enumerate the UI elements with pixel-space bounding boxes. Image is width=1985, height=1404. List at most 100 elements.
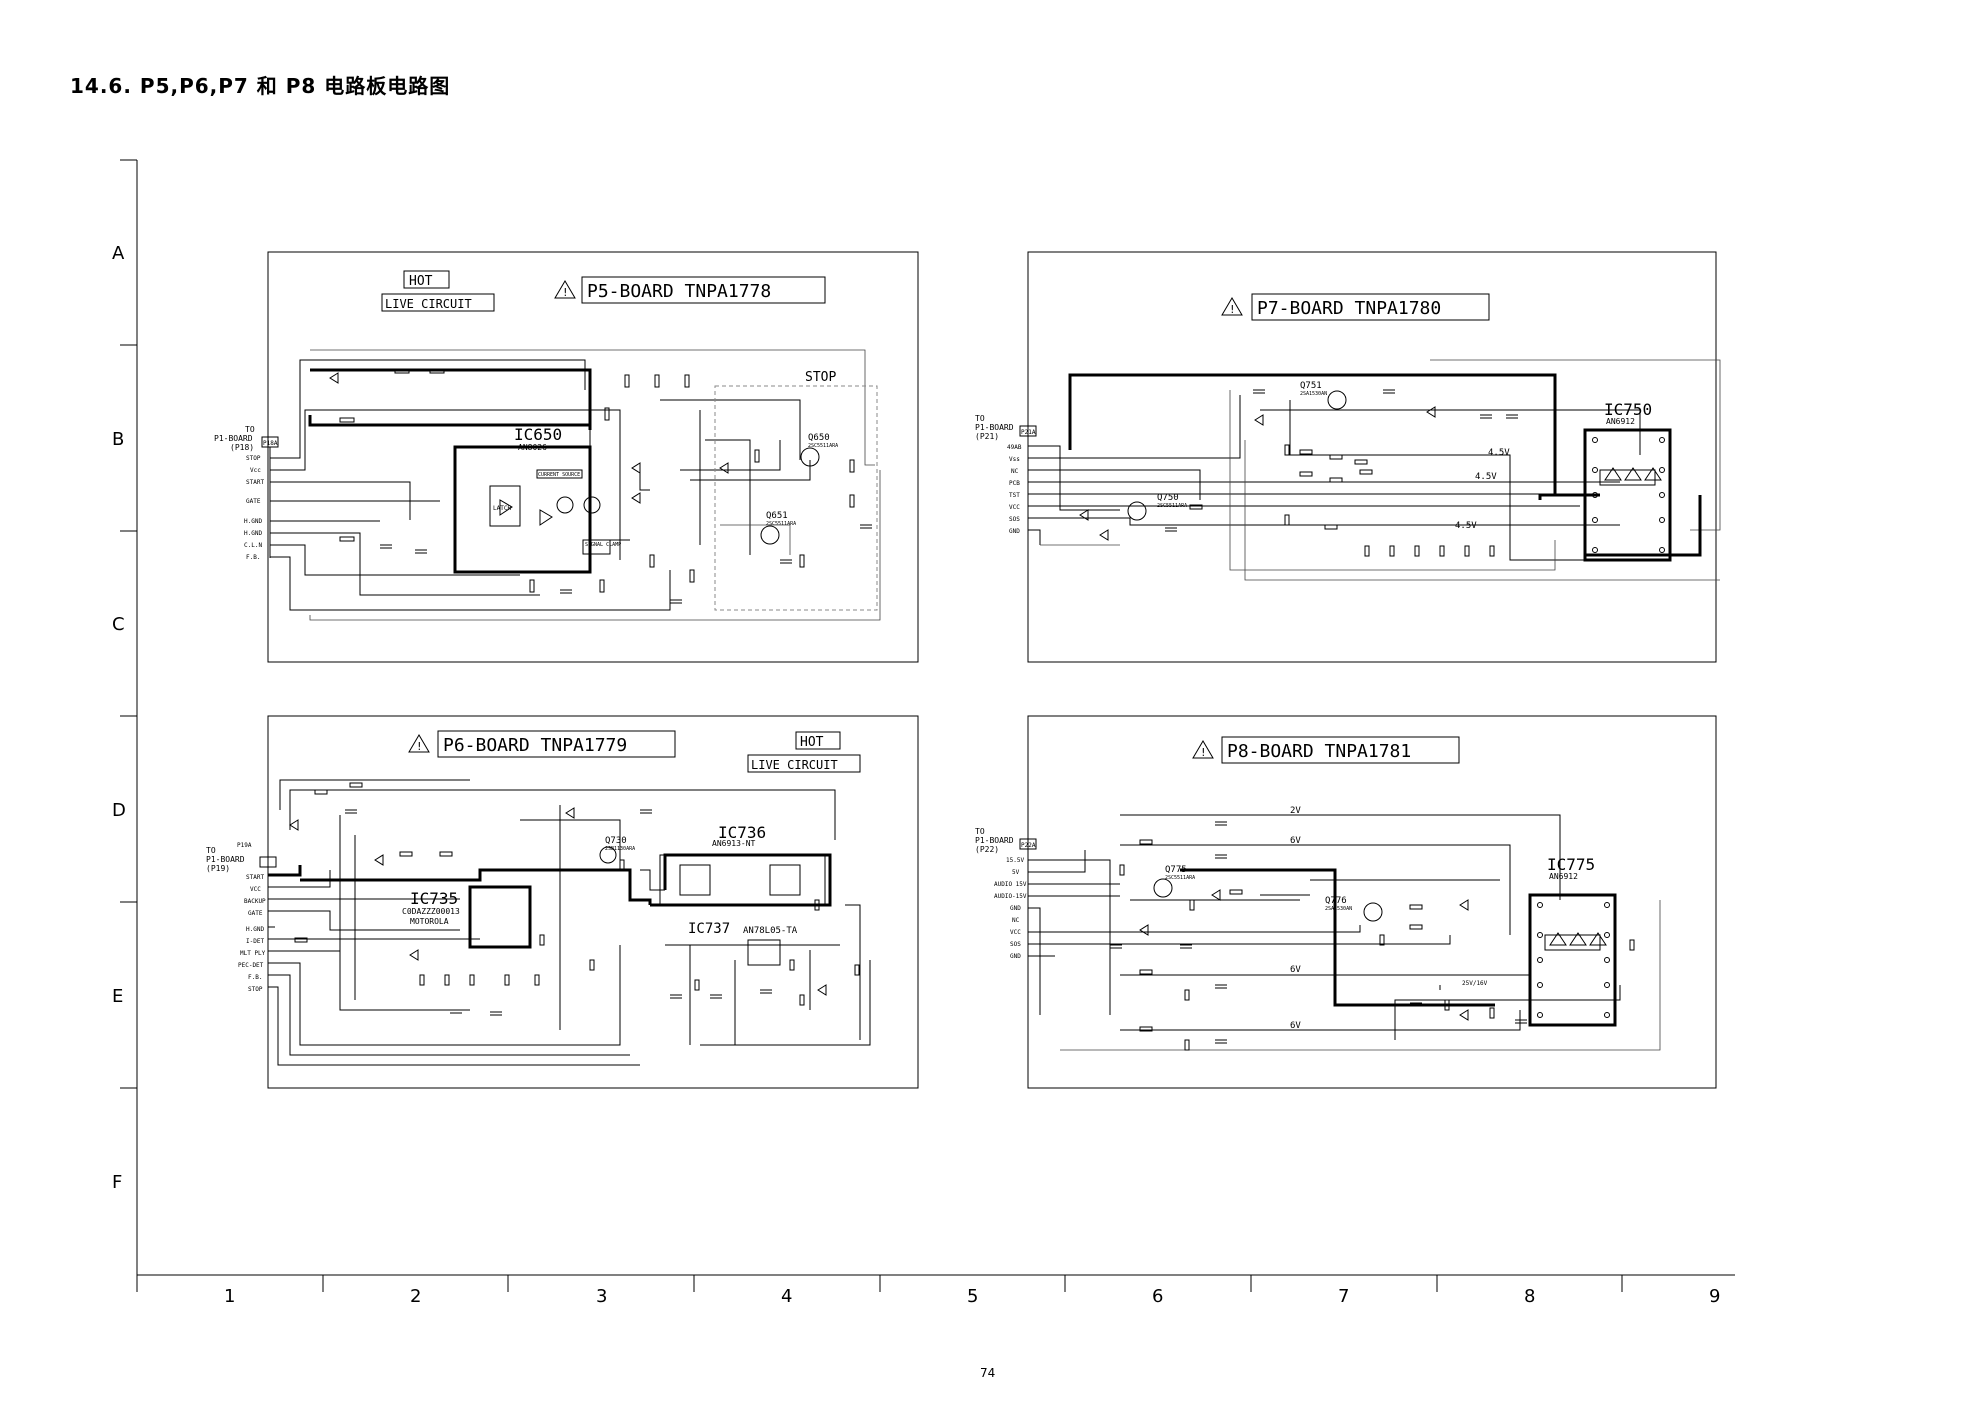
p7-connector-to: TO: [975, 414, 985, 423]
col-label-3: 3: [596, 1286, 607, 1307]
sheet-frame: [120, 159, 1735, 1292]
p8-pin-2: 5V: [1012, 869, 1020, 876]
warning-icon: !: [554, 280, 576, 299]
p5-latch-label: LATCH: [493, 505, 511, 512]
row-label-c: C: [112, 614, 125, 635]
p5-connector-board: P1-BOARD: [214, 434, 253, 443]
p7-pin-8: GND: [1009, 528, 1020, 535]
row-label-b: B: [112, 429, 124, 450]
svg-text:!: !: [562, 286, 569, 299]
col-label-9: 9: [1709, 1286, 1720, 1307]
row-labels: A B C D E F: [112, 243, 126, 1193]
p7-pin-7: SOS: [1009, 516, 1020, 523]
p6-pin-4: GATE: [248, 910, 263, 917]
col-label-8: 8: [1524, 1286, 1535, 1307]
p7-voltage-1: 4.5V: [1488, 448, 1510, 458]
row-label-a: A: [112, 243, 125, 264]
col-label-1: 1: [224, 1286, 235, 1307]
p6-pin-3: BACKUP: [244, 898, 266, 905]
p8-pin-6: NC: [1012, 917, 1020, 924]
p8-pin-1: 15.5V: [1006, 857, 1024, 864]
p5-q650-label: Q650: [808, 433, 830, 443]
p6-ic736-label: IC736: [718, 823, 766, 842]
p6-connector-to: TO: [206, 846, 216, 855]
p7-pin-5: TST: [1009, 492, 1020, 499]
p5-board: HOT LIVE CIRCUIT ! P5-BOARD TNPA1778 TO …: [214, 251, 919, 663]
p6-connector-board: P1-BOARD: [206, 855, 245, 864]
page-title: 14.6. P5,P6,P7 和 P8 电路板电路图: [70, 74, 451, 98]
warning-icon: !: [408, 734, 430, 753]
warning-icon: !: [1221, 297, 1243, 316]
p8-pin-4: AUDIO-15V: [994, 893, 1027, 900]
p7-board: ! P7-BOARD TNPA1780 TO P1-BOARD (P21) P2…: [975, 251, 1721, 663]
p6-ic737-part: AN78L05-TA: [743, 926, 798, 936]
p8-pin-7: VCC: [1010, 929, 1021, 936]
p6-pin-1: START: [246, 874, 264, 881]
p7-connector-id: P21A: [1021, 429, 1036, 436]
row-label-e: E: [112, 986, 123, 1007]
col-label-2: 2: [410, 1286, 421, 1307]
p5-stop-label: STOP: [805, 370, 836, 385]
p7-connector-board: P1-BOARD: [975, 423, 1014, 432]
svg-text:!: !: [416, 740, 423, 753]
p5-pin-1: STOP: [246, 455, 261, 462]
p8-voltage-4: 6V: [1290, 1021, 1301, 1031]
p8-connector-ref: (P22): [975, 845, 999, 854]
col-label-4: 4: [781, 1286, 792, 1307]
p7-board-title: P7-BOARD TNPA1780: [1257, 298, 1441, 319]
p6-pin-8: PEC-DET: [238, 962, 264, 969]
p5-pin-7: C.L.N: [244, 542, 262, 549]
p6-hot-label: HOT: [800, 735, 824, 750]
p5-pin-5: H.GND: [244, 518, 262, 525]
p6-pin-5: H.GND: [246, 926, 264, 933]
row-label-d: D: [112, 800, 126, 821]
p5-ic-part: AN8026: [518, 443, 547, 452]
p8-pin-9: GND: [1010, 953, 1021, 960]
p5-signal-clamp-label: SIGNAL CLAMP: [585, 542, 621, 548]
p8-voltage-5: 25V/16V: [1462, 980, 1488, 987]
p5-pin-4: GATE: [246, 498, 261, 505]
p5-pin-6: H.GND: [244, 530, 262, 537]
p6-connector-ref: (P19): [206, 864, 230, 873]
p6-board-title: P6-BOARD TNPA1779: [443, 735, 627, 756]
p7-ic-label: IC750: [1604, 400, 1652, 419]
p8-q775-label: Q775: [1165, 865, 1187, 875]
svg-text:!: !: [1229, 303, 1236, 316]
p8-q775-part: 2SC5511ARA: [1165, 875, 1195, 881]
p7-ic-part: AN6912: [1606, 417, 1635, 426]
p5-connector-ref: (P18): [230, 443, 254, 452]
p6-ic736-part: AN6913-NT: [712, 839, 756, 848]
column-labels: 1 2 3 4 5 6 7 8 9: [224, 1286, 1720, 1307]
p5-pin-3: START: [246, 479, 264, 486]
p5-hot-label: HOT: [409, 274, 433, 289]
p7-q750-part: 2SC5511ARA: [1157, 503, 1187, 509]
p8-ic-label: IC775: [1547, 855, 1595, 874]
p6-board: ! P6-BOARD TNPA1779 HOT LIVE CIRCUIT TO …: [206, 715, 919, 1089]
p6-live-circuit-label: LIVE CIRCUIT: [751, 758, 838, 772]
p5-current-source-label: CURRENT SOURCE: [538, 472, 580, 478]
p6-pin-2: VCC: [250, 886, 261, 893]
p7-q751-part: 2SA1530AN: [1300, 391, 1327, 397]
col-label-5: 5: [967, 1286, 978, 1307]
p7-pin-3: NC: [1011, 468, 1019, 475]
p7-pin-1: 49AB: [1007, 444, 1022, 451]
p7-q751-label: Q751: [1300, 381, 1322, 391]
p6-q730-label: Q730: [605, 836, 627, 846]
p5-ic-label: IC650: [514, 425, 562, 444]
p8-pin-3: AUDIO 15V: [994, 881, 1027, 888]
page-number: 74: [980, 1366, 996, 1380]
row-label-f: F: [112, 1172, 122, 1193]
p6-ic737-label: IC737: [688, 921, 730, 937]
p7-connector-ref: (P21): [975, 432, 999, 441]
p5-pin-2: Vcc: [250, 467, 261, 474]
p8-board: ! P8-BOARD TNPA1781 TO P1-BOARD (P22) P2…: [975, 715, 1717, 1089]
col-label-6: 6: [1152, 1286, 1163, 1307]
p5-connector-id: P18A: [263, 440, 278, 447]
p8-voltage-1: 2V: [1290, 806, 1301, 816]
p8-q776-label: Q776: [1325, 896, 1347, 906]
p8-connector-to: TO: [975, 827, 985, 836]
p5-pin-8: F.B.: [246, 554, 260, 561]
p8-ic-part: AN6912: [1549, 872, 1578, 881]
p5-q651-label: Q651: [766, 511, 788, 521]
p7-pin-4: PCB: [1009, 480, 1020, 487]
